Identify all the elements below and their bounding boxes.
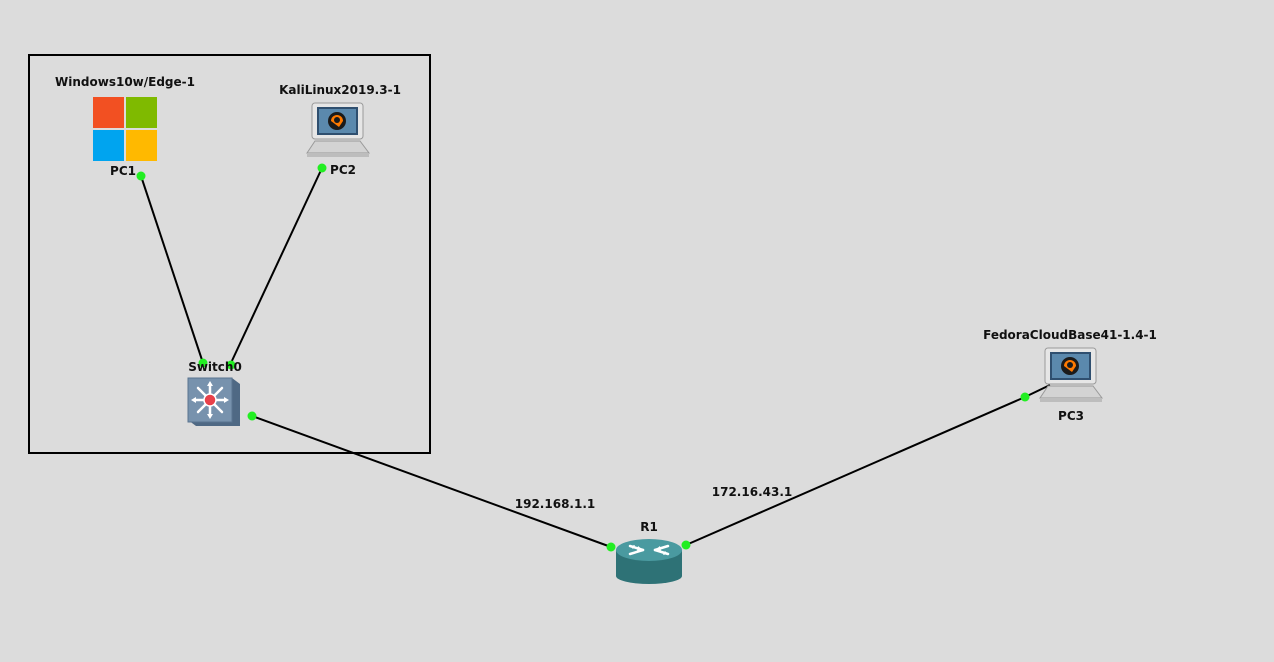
switch0-node[interactable]: [187, 377, 240, 426]
link-switch0-r1[interactable]: [251, 415, 612, 548]
r1-name: R1: [640, 520, 658, 534]
pc3-name: PC3: [1058, 409, 1084, 423]
port-r1-lan[interactable]: [606, 542, 616, 552]
link-r1-pc3[interactable]: [685, 396, 1026, 546]
port-r1-wan[interactable]: [681, 540, 691, 550]
link-pc2-switch0[interactable]: [229, 167, 323, 366]
pc2-title: KaliLinux2019.3-1: [279, 83, 401, 97]
pc3-title: FedoraCloudBase41-1.4-1: [983, 328, 1157, 342]
router-icon: [616, 539, 682, 584]
switch-icon: [187, 377, 240, 426]
pc1-node[interactable]: [93, 97, 157, 161]
windows-logo-icon: [93, 97, 157, 161]
r1-node[interactable]: [616, 539, 682, 584]
pc1-name: PC1: [110, 164, 136, 178]
pc3-node[interactable]: [1039, 347, 1103, 402]
r1-lan-ip-label: 192.168.1.1: [514, 497, 596, 511]
port-pc2[interactable]: [317, 163, 327, 173]
pc2-node[interactable]: [306, 102, 370, 157]
port-switch0-a[interactable]: [198, 358, 208, 368]
pc1-title: Windows10w/Edge-1: [55, 75, 195, 89]
laptop-icon: [306, 102, 370, 157]
r1-wan-ip-label: 172.16.43.1: [711, 485, 793, 499]
pc2-name: PC2: [330, 163, 356, 177]
port-pc3[interactable]: [1020, 392, 1030, 402]
link-r1-pc3-tail: [1024, 384, 1051, 398]
switch0-name: Switch0: [188, 360, 242, 374]
port-switch0-c[interactable]: [247, 411, 257, 421]
group-box[interactable]: [28, 54, 431, 454]
port-pc1[interactable]: [136, 171, 146, 181]
port-switch0-b[interactable]: [226, 360, 236, 370]
link-pc1-switch0[interactable]: [140, 175, 204, 364]
laptop-icon: [1039, 347, 1103, 402]
